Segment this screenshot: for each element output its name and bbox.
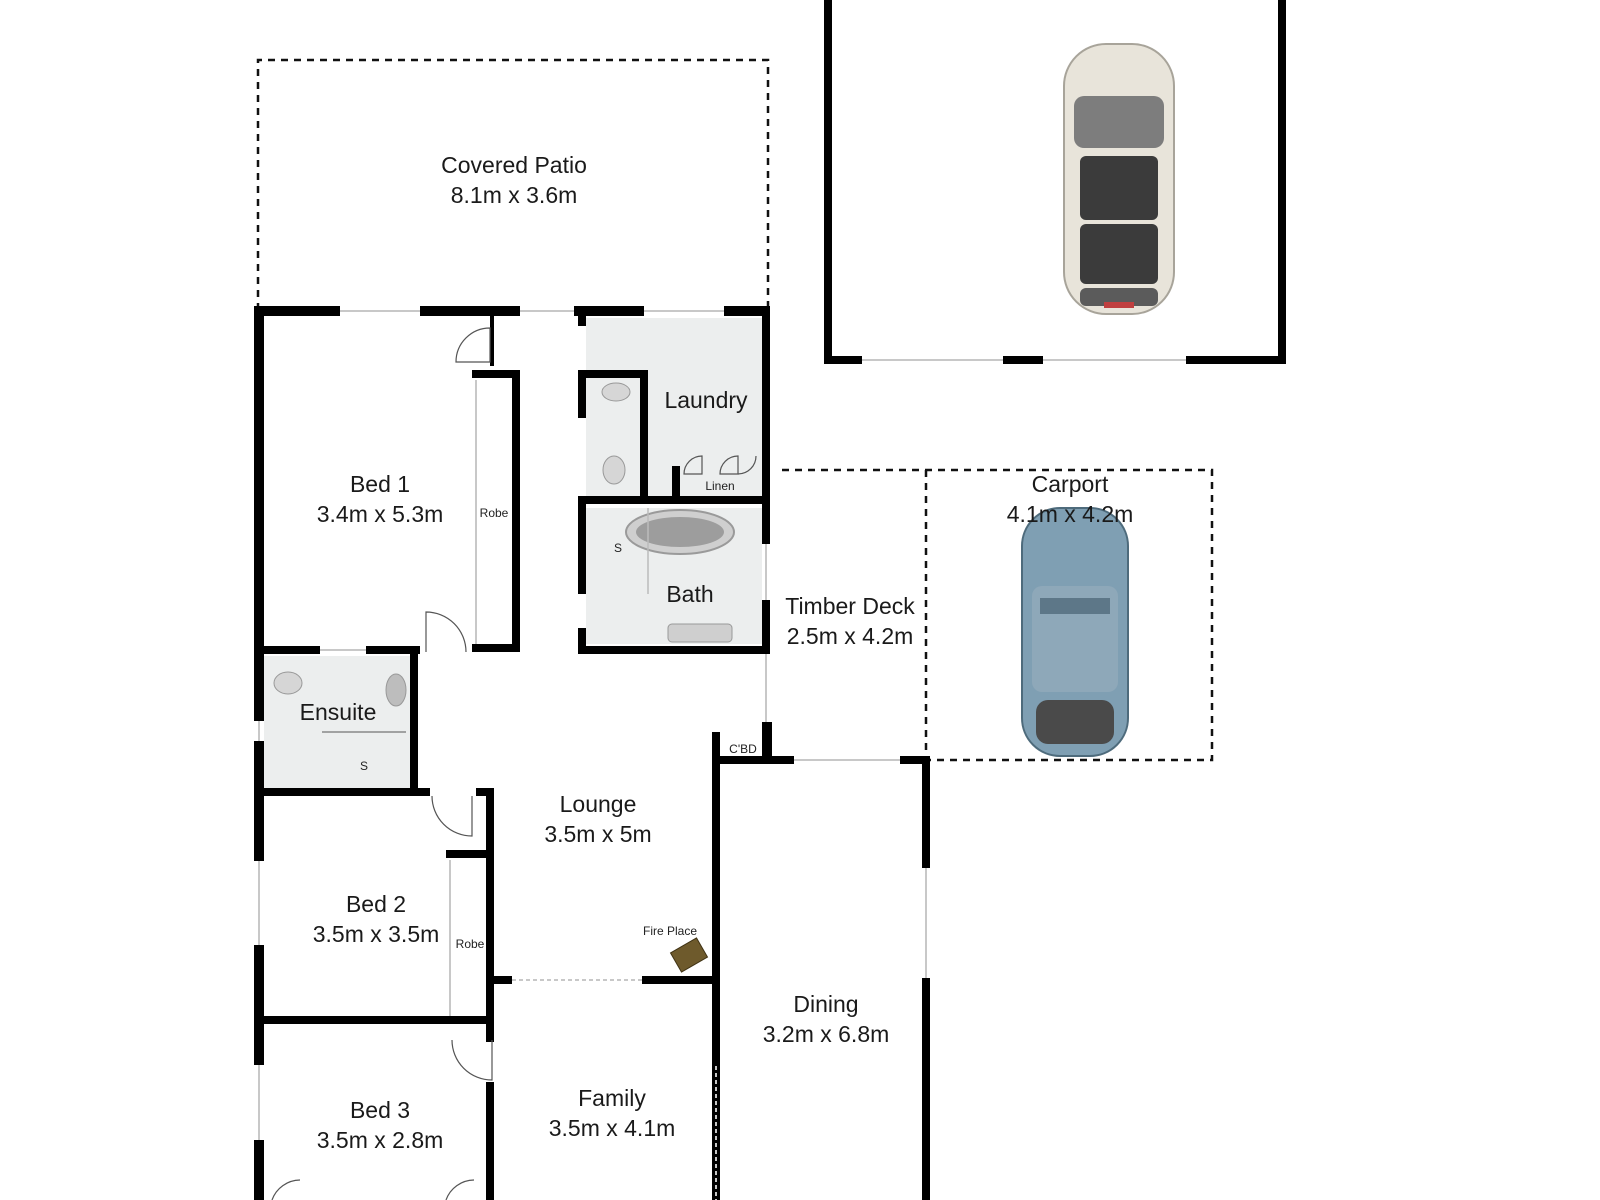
bath-name: Bath <box>666 581 713 607</box>
covered-patio-dims: 8.1m x 3.6m <box>451 182 578 208</box>
fire-place-name: Fire Place <box>643 924 697 938</box>
garage-walls <box>824 0 1286 364</box>
robe1-name: Robe <box>480 506 509 520</box>
ensuite-toilet-icon <box>273 671 303 695</box>
timber-deck-dims: 2.5m x 4.2m <box>787 623 914 649</box>
laundry-sink-icon <box>601 382 631 402</box>
bath-shower-mark: S <box>614 541 622 555</box>
bath-vanity-icon <box>667 623 733 643</box>
fireplace-icon <box>669 937 709 973</box>
bed2-name: Bed 2 <box>346 891 406 917</box>
dining-dims: 3.2m x 6.8m <box>763 1021 890 1047</box>
carport-dims: 4.1m x 4.2m <box>1007 501 1134 527</box>
robe2-name: Robe <box>456 937 485 951</box>
ensuite-name: Ensuite <box>300 699 377 725</box>
lounge-dims: 3.5m x 5m <box>544 821 651 847</box>
covered-patio-name: Covered Patio <box>441 152 587 178</box>
bed1-dims: 3.4m x 5.3m <box>317 501 444 527</box>
laundry-name: Laundry <box>664 387 748 413</box>
room-labels: Covered Patio 8.1m x 3.6m Laundry Linen … <box>300 152 1134 1153</box>
family-name: Family <box>578 1085 646 1111</box>
lounge-name: Lounge <box>560 791 637 817</box>
house-walls <box>254 306 930 1200</box>
bed2-dims: 3.5m x 3.5m <box>313 921 440 947</box>
blue-car-icon <box>1021 507 1129 757</box>
white-car-icon <box>1063 43 1175 315</box>
carport-name: Carport <box>1032 471 1109 497</box>
carport-outline <box>782 468 1214 762</box>
fixtures <box>273 382 735 973</box>
cbd-name: C'BD <box>729 742 757 756</box>
family-dims: 3.5m x 4.1m <box>549 1115 676 1141</box>
timber-deck-name: Timber Deck <box>785 593 915 619</box>
covered-patio-outline <box>256 58 770 310</box>
bed1-name: Bed 1 <box>350 471 410 497</box>
toilet-icon <box>602 455 626 485</box>
ensuite-basin-icon <box>385 673 407 707</box>
bed3-dims: 3.5m x 2.8m <box>317 1127 444 1153</box>
bed3-name: Bed 3 <box>350 1097 410 1123</box>
door-swings <box>271 327 757 1200</box>
dining-name: Dining <box>793 991 858 1017</box>
ensuite-shower-mark: S <box>360 759 368 773</box>
linen-name: Linen <box>705 479 734 493</box>
